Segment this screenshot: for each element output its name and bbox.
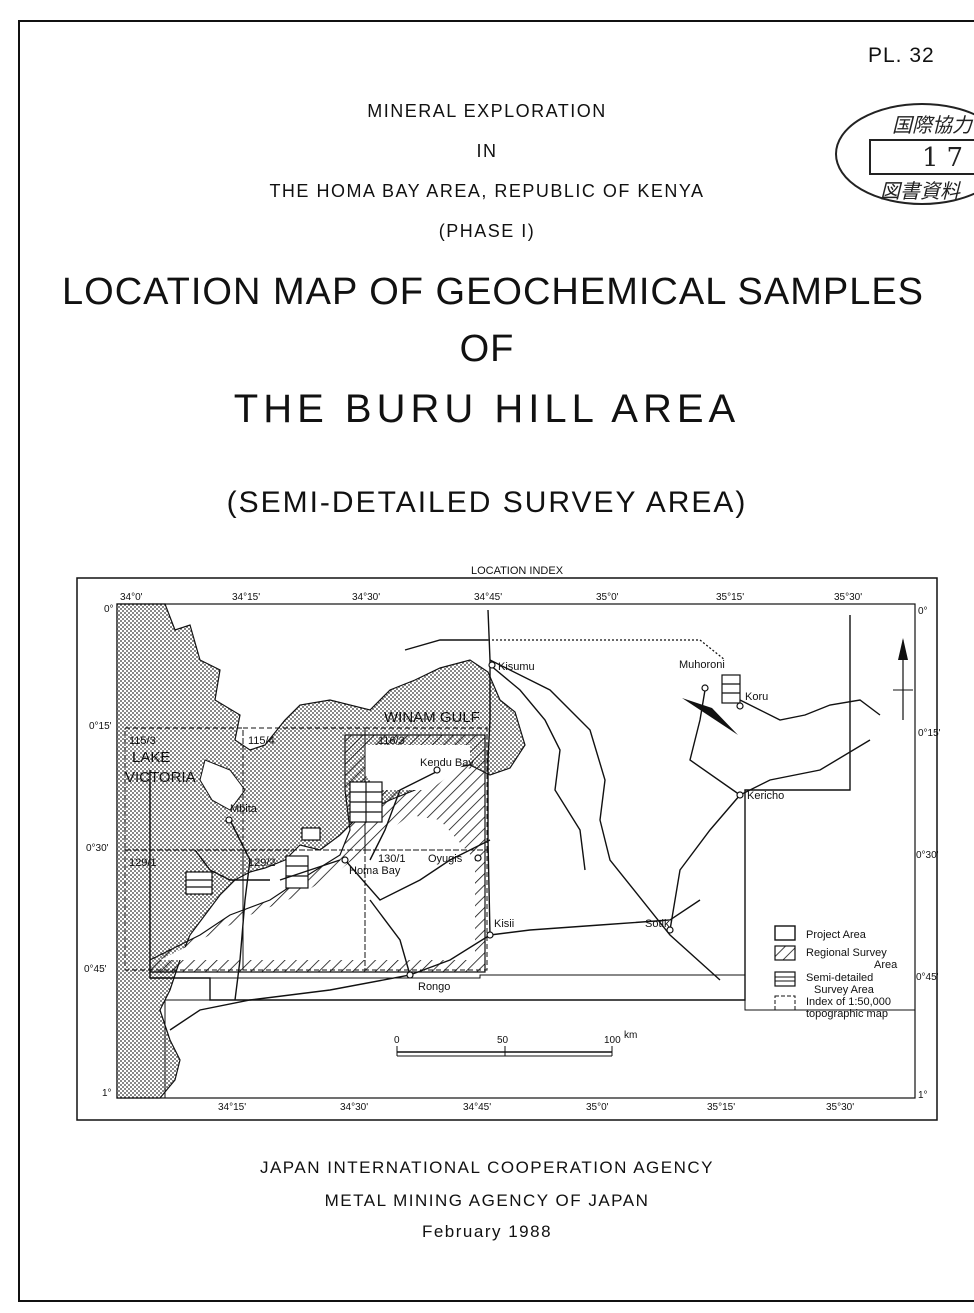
footer-line-2: METAL MINING AGENCY OF JAPAN xyxy=(324,1191,650,1210)
scale-unit: km xyxy=(624,1030,637,1041)
lon-bottom-0: 34°15' xyxy=(218,1102,246,1113)
lon-bottom-3: 35°0' xyxy=(586,1102,609,1113)
scale-end: 100 xyxy=(604,1035,621,1046)
label-homa-bay: Homa Bay xyxy=(349,865,401,877)
longitude-ticks-top: 34°0' 34°15' 34°30' 34°45' 35°0' 35°15' … xyxy=(120,592,862,603)
sheet-label-1: 115/3 xyxy=(129,735,156,747)
legend-semi-1: Semi-detailed xyxy=(806,972,873,984)
plate-number: PL. 32 xyxy=(868,44,935,67)
label-kendu-bay: Kendu Bay xyxy=(420,757,474,769)
label-victoria: VICTORIA xyxy=(125,769,196,786)
header-line-4: (PHASE I) xyxy=(438,221,536,241)
title-line-3: THE BURU HILL AREA xyxy=(233,387,741,431)
stamp-bottom-text: 図書資料 xyxy=(880,179,961,203)
lat-left-1: 0°15' xyxy=(89,721,112,732)
lat-right-2: 0°30' xyxy=(916,850,939,861)
lat-right-0: 0° xyxy=(918,606,928,617)
sheet-label-4: 129/1 xyxy=(129,857,157,869)
north-arrow xyxy=(893,638,913,720)
lat-left-2: 0°30' xyxy=(86,843,109,854)
label-kisii: Kisii xyxy=(494,918,514,930)
sheet-label-6: 130/1 xyxy=(378,853,406,865)
lon-top-2: 34°30' xyxy=(352,592,380,603)
scale-bar: 0 50 100 km xyxy=(394,1030,637,1057)
scale-zero: 0 xyxy=(394,1035,400,1046)
lon-bottom-5: 35°30' xyxy=(826,1102,854,1113)
area-pointer-arrow xyxy=(682,698,738,735)
title-line-1: LOCATION MAP OF GEOCHEMICAL SAMPLES xyxy=(62,271,925,313)
label-koru: Koru xyxy=(745,691,768,703)
legend-regional-1: Regional Survey xyxy=(806,947,887,959)
label-kericho: Kericho xyxy=(747,790,784,802)
lon-top-6: 35°30' xyxy=(834,592,862,603)
label-kisumu: Kisumu xyxy=(498,661,535,673)
town-markers xyxy=(225,661,744,979)
label-rongo: Rongo xyxy=(418,981,450,993)
header-line-2: IN xyxy=(476,141,498,161)
label-oyugis: Oyugis xyxy=(428,853,463,865)
legend-regional-2: Area xyxy=(874,959,898,971)
lon-top-4: 35°0' xyxy=(596,592,619,603)
legend-regional-swatch xyxy=(774,945,796,961)
latitude-ticks-right: 0° 0°15' 0°30' 0°45' 1° xyxy=(916,606,941,1101)
legend-semi-2: Survey Area xyxy=(814,984,875,996)
page-border xyxy=(18,20,974,1302)
stamp-middle-text: 17 xyxy=(922,143,971,173)
label-muhoroni: Muhoroni xyxy=(679,659,725,671)
library-stamp: 国際協力 17 図書資料 xyxy=(835,103,974,205)
railway xyxy=(488,639,726,661)
map-legend: Project Area Regional Survey Area Semi-d… xyxy=(774,925,898,1020)
lat-right-1: 0°15' xyxy=(918,728,941,739)
lon-top-1: 34°15' xyxy=(232,592,260,603)
lat-left-0: 0° xyxy=(104,604,114,615)
lat-left-3: 0°45' xyxy=(84,964,107,975)
semi-detailed-survey-areas xyxy=(185,674,741,895)
label-winam-gulf: WINAM GULF xyxy=(384,709,480,726)
sheet-label-5: 129/2 xyxy=(248,857,276,869)
topographic-index-sheets xyxy=(124,727,488,971)
longitude-ticks-bottom: 34°15' 34°30' 34°45' 35°0' 35°15' 35°30' xyxy=(218,1102,854,1113)
lon-top-0: 34°0' xyxy=(120,592,143,603)
label-mbita: Mbita xyxy=(230,803,258,815)
legend-index-1: Index of 1:50,000 xyxy=(806,996,891,1008)
rusinga-island xyxy=(199,759,246,811)
sheet-label-2: 115/4 xyxy=(248,735,275,747)
title-line-2: OF xyxy=(459,328,515,370)
legend-semi-swatch xyxy=(774,971,796,987)
map-title: LOCATION INDEX xyxy=(471,565,564,577)
header-line-3: THE HOMA BAY AREA, REPUBLIC OF KENYA xyxy=(269,181,705,201)
label-sotik: Sotik xyxy=(645,918,670,930)
legend-project-area: Project Area xyxy=(806,929,867,941)
lon-top-3: 34°45' xyxy=(474,592,502,603)
scale-mid: 50 xyxy=(497,1035,509,1046)
lon-bottom-4: 35°15' xyxy=(707,1102,735,1113)
subtitle: (SEMI-DETAILED SURVEY AREA) xyxy=(226,486,748,519)
lon-bottom-2: 34°45' xyxy=(463,1102,491,1113)
map-frame-outer xyxy=(76,577,938,1121)
lat-right-3: 0°45' xyxy=(916,972,939,983)
stamp-top-text: 国際協力 xyxy=(892,113,974,137)
lat-right-4: 1° xyxy=(918,1090,928,1101)
footer-line-1: JAPAN INTERNATIONAL COOPERATION AGENCY xyxy=(259,1158,715,1177)
lat-left-4: 1° xyxy=(102,1088,112,1099)
legend-index-swatch xyxy=(774,995,796,1011)
legend-project-swatch xyxy=(774,925,796,941)
header-line-1: MINERAL EXPLORATION xyxy=(367,101,607,121)
sheet-label-3: 116/3 xyxy=(378,735,405,747)
lon-bottom-1: 34°30' xyxy=(340,1102,368,1113)
label-lake: LAKE xyxy=(132,749,170,766)
footer-line-3: February 1988 xyxy=(421,1222,553,1241)
legend-index-2: topographic map xyxy=(806,1008,888,1020)
latitude-ticks-left: 0° 0°15' 0°30' 0°45' 1° xyxy=(84,604,114,1099)
project-area-outline xyxy=(149,615,851,1001)
lon-top-5: 35°15' xyxy=(716,592,744,603)
